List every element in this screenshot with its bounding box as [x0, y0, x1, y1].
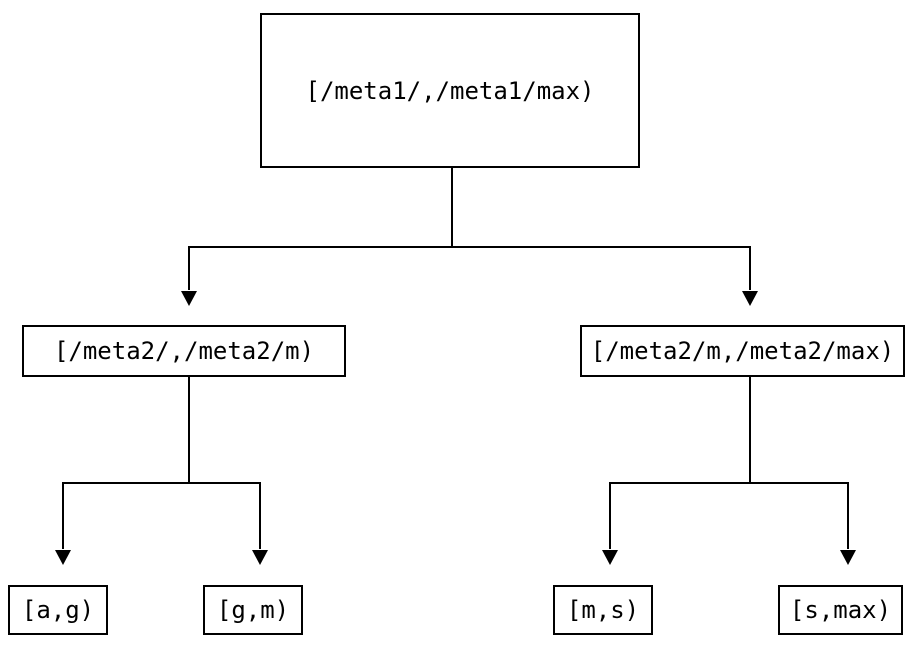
- edge-root-trunk: [451, 168, 453, 248]
- edge-level2-left-trunk: [188, 377, 190, 484]
- arrowhead-down-icon: [840, 550, 856, 565]
- arrowhead-down-icon: [181, 291, 197, 306]
- edge-level2-right-bus: [609, 482, 849, 484]
- tree-leaf-ms: [m,s): [553, 585, 653, 635]
- edge-level2-right-trunk: [749, 377, 751, 484]
- edge-level1-drop-right: [749, 246, 751, 290]
- edge-level1-bus: [189, 246, 751, 248]
- tree-node-level2-left: [/meta2/,/meta2/m): [22, 325, 346, 377]
- tree-leaf-ag: [a,g): [8, 585, 108, 635]
- arrowhead-down-icon: [742, 291, 758, 306]
- tree-node-root-label: [/meta1/,/meta1/max): [305, 76, 595, 105]
- tree-node-level2-right-label: [/meta2/m,/meta2/max): [590, 337, 895, 365]
- edge-drop-leaf-smax: [847, 482, 849, 549]
- tree-leaf-ms-label: [m,s): [566, 596, 640, 624]
- tree-leaf-gm-label: [g,m): [216, 596, 290, 624]
- tree-leaf-gm: [g,m): [203, 585, 303, 635]
- tree-node-level2-right: [/meta2/m,/meta2/max): [580, 325, 905, 377]
- tree-leaf-smax-label: [s,max): [789, 596, 892, 624]
- edge-drop-leaf-ag: [62, 482, 64, 549]
- arrowhead-down-icon: [602, 550, 618, 565]
- tree-leaf-smax: [s,max): [778, 585, 903, 635]
- arrowhead-down-icon: [252, 550, 268, 565]
- tree-node-level2-left-label: [/meta2/,/meta2/m): [53, 337, 315, 365]
- edge-drop-leaf-ms: [609, 482, 611, 549]
- tree-leaf-ag-label: [a,g): [21, 596, 95, 624]
- edge-level1-drop-left: [188, 246, 190, 290]
- edge-drop-leaf-gm: [259, 482, 261, 549]
- arrowhead-down-icon: [55, 550, 71, 565]
- edge-level2-left-bus: [62, 482, 261, 484]
- tree-node-root: [/meta1/,/meta1/max): [260, 13, 640, 168]
